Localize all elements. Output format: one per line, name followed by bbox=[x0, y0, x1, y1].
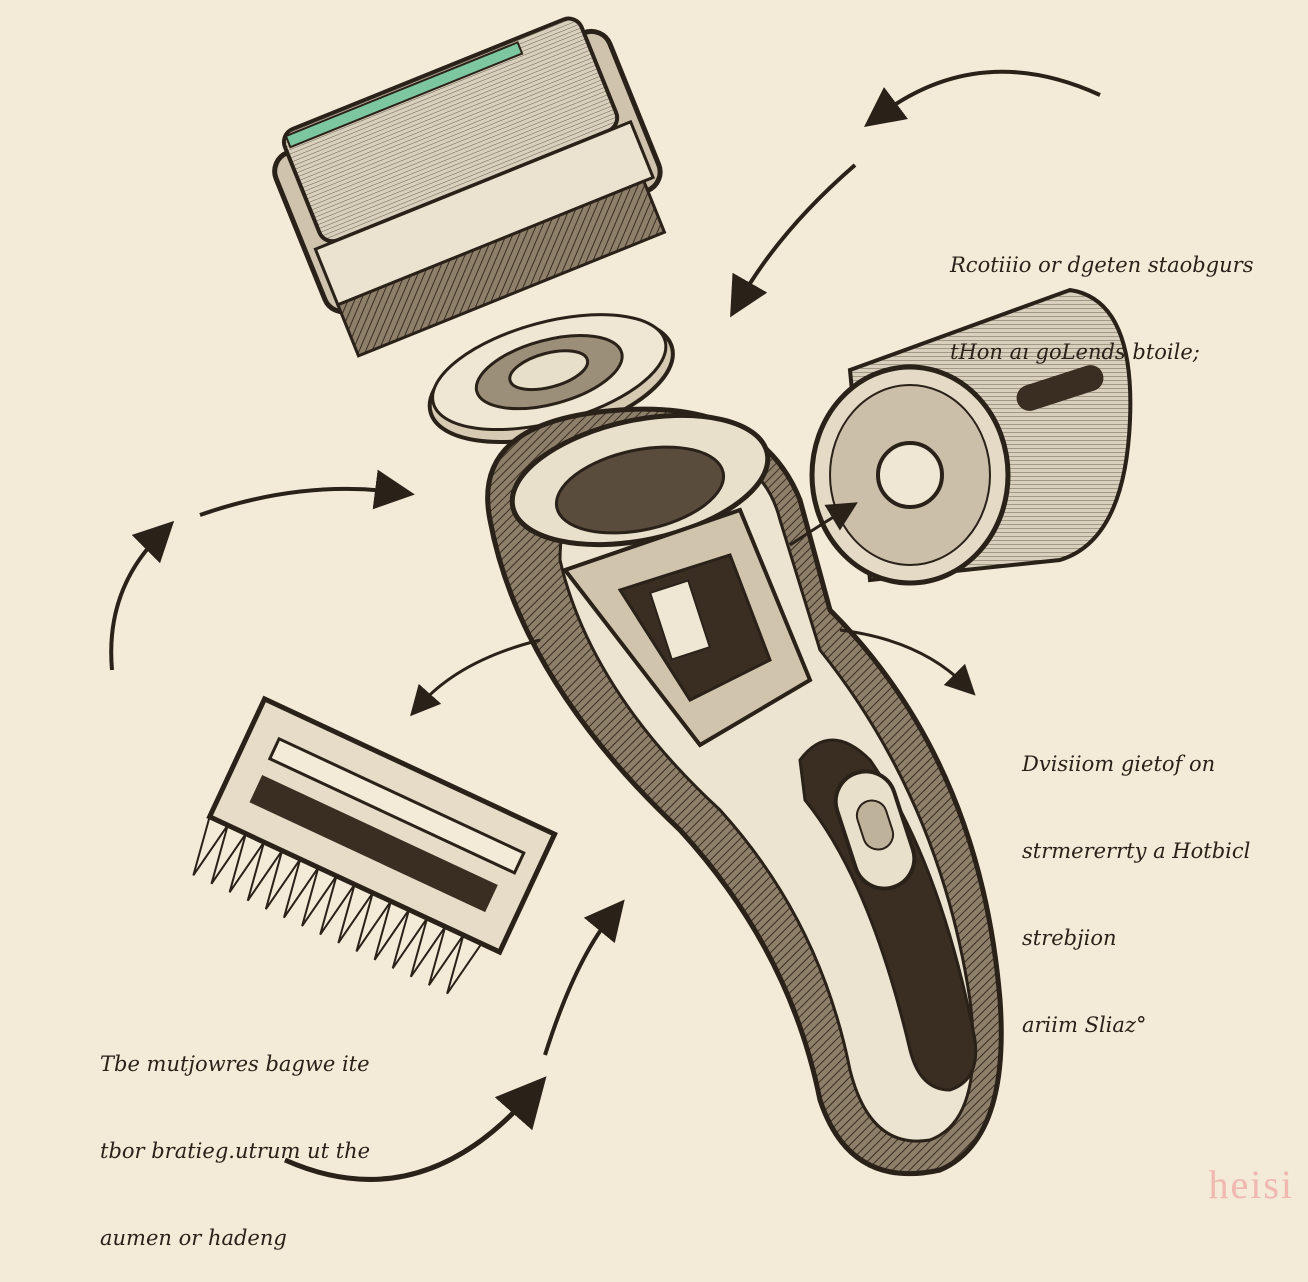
annotation-middle-right: Dvisiiom gietof on strmererrty a Hotbicl… bbox=[1022, 692, 1250, 1069]
annotation-line: strmererrty a Hotbicl bbox=[1022, 839, 1251, 863]
annotation-top-right: Rcotiiio or dgeten staobgurs tHon aı goL… bbox=[950, 193, 1253, 396]
watermark: heisi bbox=[1208, 1162, 1294, 1207]
annotation-line: ariim Sliaz° bbox=[1022, 1013, 1147, 1037]
motion-arrows bbox=[109, 69, 1101, 1182]
foil-head bbox=[272, 16, 667, 358]
trimmer-comb bbox=[192, 695, 558, 995]
cylinder-cap bbox=[809, 287, 1133, 586]
annotation-line: aumen or hadeng bbox=[100, 1226, 287, 1250]
shaver-body bbox=[485, 406, 1004, 1177]
annotation-line: tbor bratieg.utrum ut the bbox=[100, 1139, 371, 1163]
annotation-line: Dvisiiom gietof on bbox=[1022, 752, 1216, 776]
annotation-line: strebjion bbox=[1022, 926, 1117, 950]
annotation-line: tHon aı goLends btoile; bbox=[950, 340, 1200, 364]
annotation-bottom-left: Tbe mutjowres bagwe ite tbor bratieg.utr… bbox=[100, 992, 370, 1282]
annotation-line: Tbe mutjowres bagwe ite bbox=[100, 1052, 370, 1076]
green-trim-strip bbox=[284, 41, 524, 149]
exploded-shaver-illustration bbox=[109, 16, 1133, 1182]
annotation-line: Rcotiiio or dgeten staobgurs bbox=[950, 253, 1254, 277]
